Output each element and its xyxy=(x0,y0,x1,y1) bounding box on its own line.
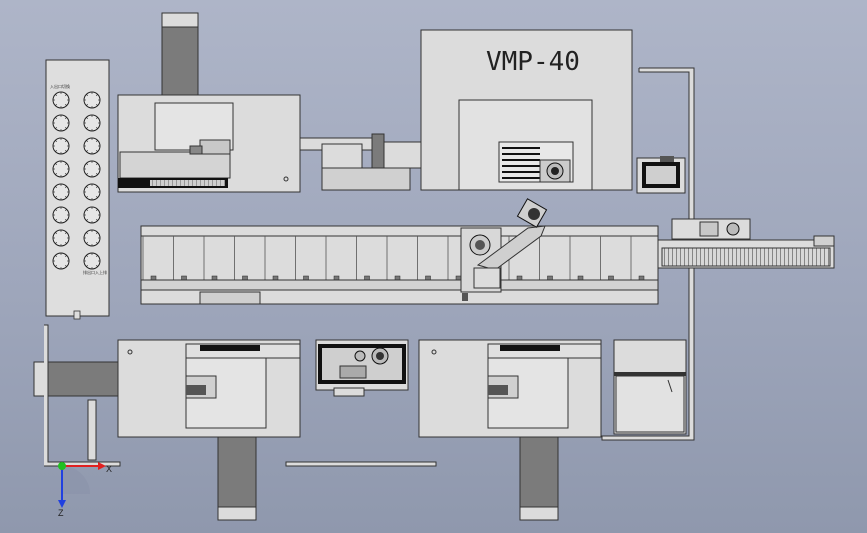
floor-rail xyxy=(285,461,437,467)
vmp-machine[interactable]: VMP-40 xyxy=(420,29,633,191)
machine-model-label: VMP-40 xyxy=(486,47,580,77)
main-conveyor[interactable] xyxy=(140,225,659,305)
y-axis-point xyxy=(58,462,66,470)
valve-cabinet[interactable]: 入出口切換 排出口入上排 xyxy=(45,59,110,320)
orientation-triad: X Z xyxy=(58,462,112,518)
pipe-frame xyxy=(601,67,695,441)
filler-unit-right[interactable] xyxy=(418,339,602,521)
cabinet-bottom-label: 排出口入上排 xyxy=(83,269,107,275)
control-box[interactable] xyxy=(636,156,686,194)
x-axis-label: X xyxy=(106,464,112,474)
hopper-unit[interactable] xyxy=(117,12,301,193)
pump-unit[interactable] xyxy=(315,339,409,397)
robot-arm[interactable] xyxy=(460,198,548,293)
conveyor-panels xyxy=(142,236,645,283)
outfeed-conveyor[interactable] xyxy=(657,218,835,269)
valve-grid xyxy=(52,91,101,270)
duct xyxy=(299,133,423,191)
z-axis-label: Z xyxy=(58,508,64,518)
cart-unit[interactable] xyxy=(613,339,687,435)
filler-unit-left[interactable] xyxy=(33,324,301,521)
cabinet-top-label: 入出口切換 xyxy=(50,83,70,89)
